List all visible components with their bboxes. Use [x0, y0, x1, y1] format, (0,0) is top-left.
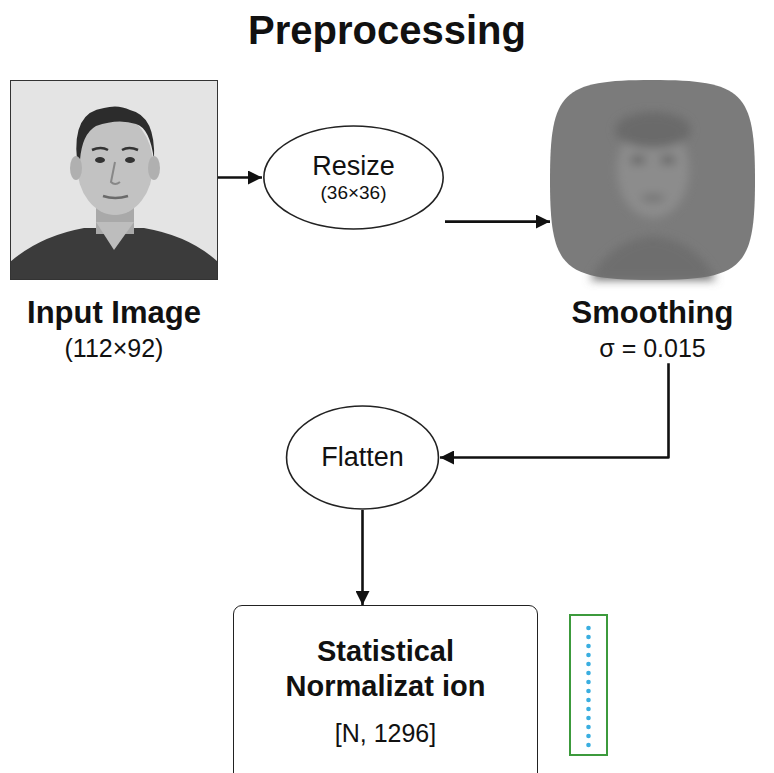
node-sublabel: (36×36): [320, 182, 386, 205]
process-ellipse: Flatten: [285, 405, 440, 510]
face-photo: [10, 80, 218, 280]
node-sublabel: [N, 1296]: [248, 718, 523, 748]
vector-glyph: [570, 615, 607, 755]
node-label: Smoothing: [550, 294, 755, 331]
input-image: Input Image(112×92): [10, 80, 218, 363]
flow-arrow: [445, 220, 550, 223]
image-area: [550, 80, 755, 280]
node-label: Flatten: [321, 441, 404, 473]
smoothing-image: Smoothingσ = 0.015: [550, 80, 755, 363]
output-box: Statistical Normalizat ion [N, 1296]: [233, 605, 538, 773]
flow-arrow: [361, 510, 364, 605]
node-label: Resize: [312, 150, 395, 182]
node-label: Input Image: [10, 294, 218, 331]
smoothed-face: [550, 80, 755, 280]
flow-arrow: [218, 176, 262, 179]
image-area: [10, 80, 218, 280]
node-label: Statistical Normalizat ion: [248, 634, 523, 704]
node-sublabel: (112×92): [10, 333, 218, 363]
node-sublabel: σ = 0.015: [550, 333, 755, 363]
process-ellipse: Resize(36×36): [262, 125, 445, 230]
flow-arrow: [440, 363, 669, 457]
diagram-title: Preprocessing: [0, 6, 774, 54]
